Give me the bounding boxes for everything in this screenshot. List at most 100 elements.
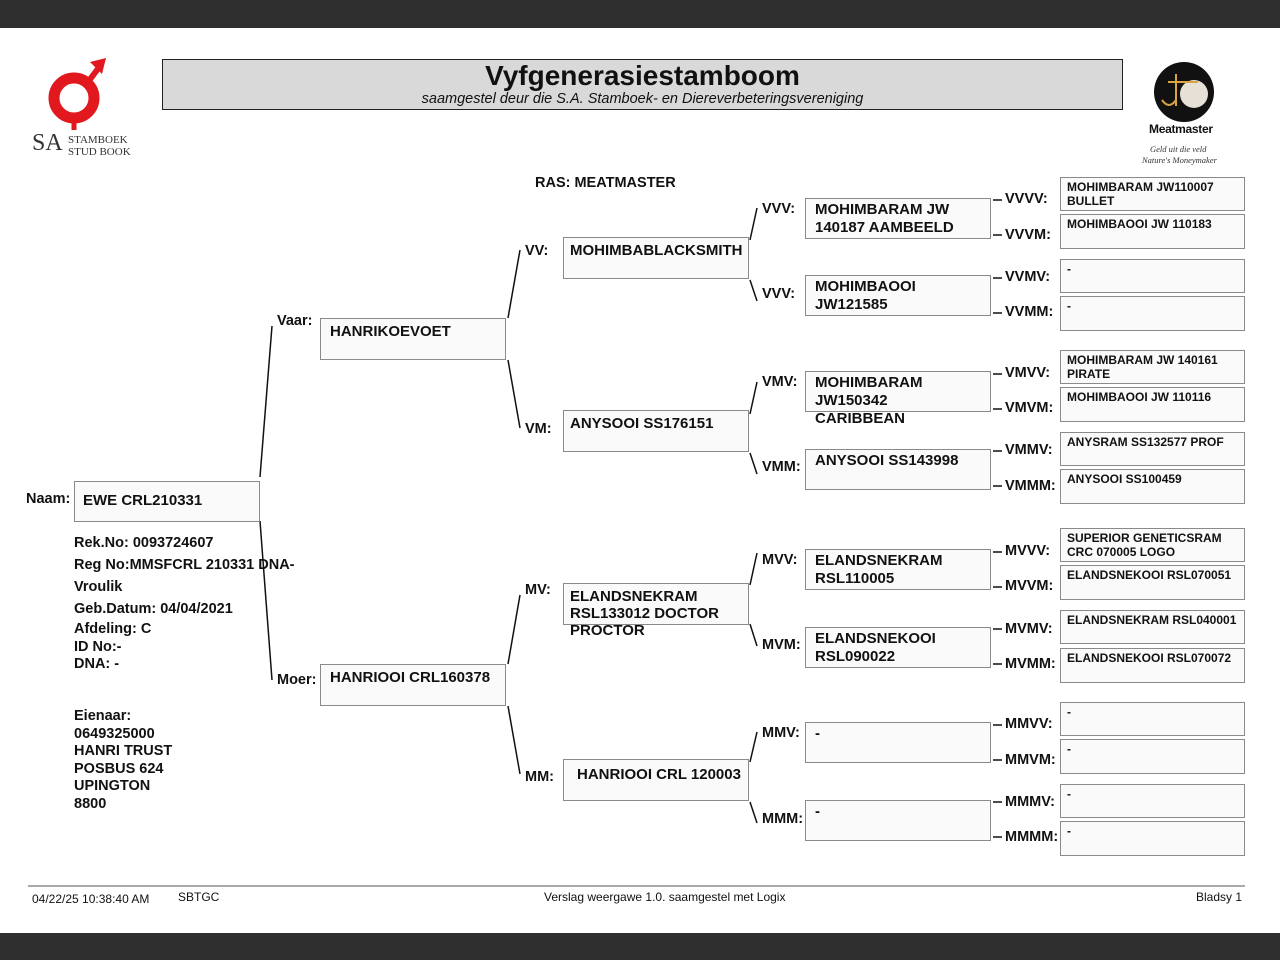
vmv-name: MOHIMBARAM JW150342 CARIBBEAN (815, 374, 923, 427)
vmvm-box: MOHIMBAOOI JW 110116 (1060, 387, 1245, 422)
owner-name: HANRI TRUST (74, 743, 173, 759)
mmmv-label: MMMV: (1005, 794, 1055, 810)
mmvv-name: - (1067, 705, 1071, 719)
vvmm-label: VVMM: (1005, 304, 1054, 320)
moer-name: HANRIOOI CRL160378 (330, 669, 491, 686)
mmmv-box: - (1060, 784, 1245, 818)
mvmm-label: MVMM: (1005, 656, 1056, 672)
vvvm-name: MOHIMBAOOI JW 110183 (1067, 217, 1212, 231)
sex: Vroulik (74, 579, 123, 595)
mmmm-name: - (1067, 824, 1071, 838)
mvv-name: ELANDSNEKRAM RSL110005 (815, 552, 943, 587)
vmv-box: MOHIMBARAM JW150342 CARIBBEAN (805, 371, 991, 427)
vvvv-label: VVVV: (1005, 191, 1048, 207)
owner-postal-code: 8800 (74, 795, 107, 812)
mvvm-label: MVVM: (1005, 578, 1054, 594)
footer-timestamp: 04/22/25 10:38:40 AM (32, 892, 150, 906)
meatmaster-brand: Meatmaster (1149, 122, 1213, 136)
footer-code: SBTGC (178, 890, 220, 904)
mmvm-name: - (1067, 742, 1071, 756)
document-page: SA STAMBOEK STUD BOOK Vyfgenerasiestambo… (0, 28, 1280, 933)
vmmv-box: ANYSRAM SS132577 PROF (1060, 432, 1245, 466)
logo-sa-text: SA (32, 130, 63, 156)
vv-box: MOHIMBABLACKSMITH (563, 237, 749, 279)
mvvm-box: ELANDSNEKOOI RSL070051 (1060, 565, 1245, 600)
vvvm-box: MOHIMBAOOI JW 110183 (1060, 214, 1245, 249)
mmmm-label: MMMM: (1005, 829, 1059, 845)
vmmm-name: ANYSOOI SS100459 (1067, 472, 1182, 486)
mvv-label: MVV: (762, 552, 798, 568)
mvm-name: ELANDSNEKOOI RSL090022 (815, 630, 936, 665)
mmv-box: - (805, 722, 991, 763)
id-no: ID No:- (74, 638, 122, 655)
vv-name: MOHIMBABLACKSMITH (570, 242, 743, 259)
mmvv-label: MMVV: (1005, 716, 1053, 732)
vmvm-name: MOHIMBAOOI JW 110116 (1067, 390, 1212, 404)
vm-label: VM: (525, 421, 552, 437)
vaar-name: HANRIKOEVOET (330, 323, 451, 340)
rek-no: Rek.No: 0093724607 (74, 535, 214, 551)
vvmv-label: VVMV: (1005, 269, 1051, 285)
mvvv-name: SUPERIOR GENETICSRAM CRC 070005 LOGO (1067, 531, 1222, 559)
mvm-box: ELANDSNEKOOI RSL090022 (805, 627, 991, 668)
mm-name: HANRIOOI CRL 120003 (577, 766, 741, 783)
mvmm-name: ELANDSNEKOOI RSL070072 (1067, 651, 1232, 665)
vm-box: ANYSOOI SS176151 (563, 410, 749, 452)
mmvv-box: - (1060, 702, 1245, 736)
vvmv-name: - (1067, 262, 1071, 276)
page-title: Vyfgenerasiestamboom (485, 60, 800, 91)
vmmm-label: VMMM: (1005, 478, 1056, 494)
logo-studbook-text: STUD BOOK (68, 146, 131, 158)
sa-studbook-logo: SA STAMBOEK STUD BOOK (30, 56, 140, 158)
vmmv-name: ANYSRAM SS132577 PROF (1067, 435, 1224, 449)
vmvv-name: MOHIMBARAM JW 140161 PIRATE (1067, 353, 1218, 381)
animal-info: Rek.No: 0093724607 Reg No:MMSFCRL 210331… (74, 532, 295, 620)
owner-number: 0649325000 (74, 725, 155, 742)
mm-label: MM: (525, 769, 554, 785)
mvmv-box: ELANDSNEKRAM RSL040001 (1060, 610, 1245, 644)
title-box: Vyfgenerasiestamboom saamgestel deur die… (162, 59, 1123, 110)
animal-name-box: EWE CRL210331 (74, 481, 260, 522)
vmm-label: VMM: (762, 459, 801, 475)
mvv-box: ELANDSNEKRAM RSL110005 (805, 549, 991, 590)
owner-address-2: UPINGTON (74, 778, 151, 794)
moer-box: HANRIOOI CRL160378 (320, 664, 506, 706)
moer-label: Moer: (277, 672, 317, 688)
vmm-box: ANYSOOI SS143998 (805, 449, 991, 490)
mmmm-box: - (1060, 821, 1245, 856)
owner-info: Eienaar: 0649325000 HANRI TRUST POSBUS 6… (74, 708, 172, 813)
meatmaster-tagline-1: Geld uit die veld (1150, 144, 1207, 154)
vvvm-label: VVVM: (1005, 227, 1051, 243)
pedigree-connector-lines (28, 199, 1245, 887)
mv-label: MV: (525, 582, 551, 598)
meatmaster-tagline-2: Nature's Moneymaker (1142, 155, 1217, 165)
vvmm-name: - (1067, 299, 1071, 313)
vvvv-box: MOHIMBARAM JW110007 BULLET (1060, 177, 1245, 211)
page-subtitle: saamgestel deur die S.A. Stamboek- en Di… (421, 91, 864, 107)
mvm-label: MVM: (762, 637, 801, 653)
vaar-label: Vaar: (277, 313, 313, 329)
vmm-name: ANYSOOI SS143998 (815, 452, 959, 469)
mv-box: ELANDSNEKRAM RSL133012 DOCTOR PROCTOR (563, 583, 749, 639)
vvm-name: MOHIMBAOOI JW121585 (815, 278, 916, 313)
vvvv-name: MOHIMBARAM JW110007 BULLET (1067, 180, 1214, 208)
naam-label: Naam: (26, 491, 71, 507)
mmm-name: - (815, 803, 820, 820)
meatmaster-emblem-icon (1154, 62, 1214, 122)
vvmv-box: - (1060, 259, 1245, 293)
vvm-box: MOHIMBAOOI JW121585 (805, 275, 991, 316)
vmmv-label: VMMV: (1005, 442, 1053, 458)
afdeling: Afdeling: C (74, 621, 152, 637)
mvvv-label: MVVV: (1005, 543, 1051, 559)
mm-box: HANRIOOI CRL 120003 (563, 759, 749, 801)
dna: DNA: - (74, 656, 120, 672)
mvmv-label: MVMV: (1005, 621, 1053, 637)
vmvv-box: MOHIMBARAM JW 140161 PIRATE (1060, 350, 1245, 384)
mmv-name: - (815, 725, 820, 742)
mmmv-name: - (1067, 787, 1071, 801)
birth-date: Geb.Datum: 04/04/2021 (74, 601, 233, 617)
mmvm-box: - (1060, 739, 1245, 774)
vmvm-label: VMVM: (1005, 400, 1054, 416)
mmv-label: MMV: (762, 725, 800, 741)
vmvv-label: VMVV: (1005, 365, 1051, 381)
